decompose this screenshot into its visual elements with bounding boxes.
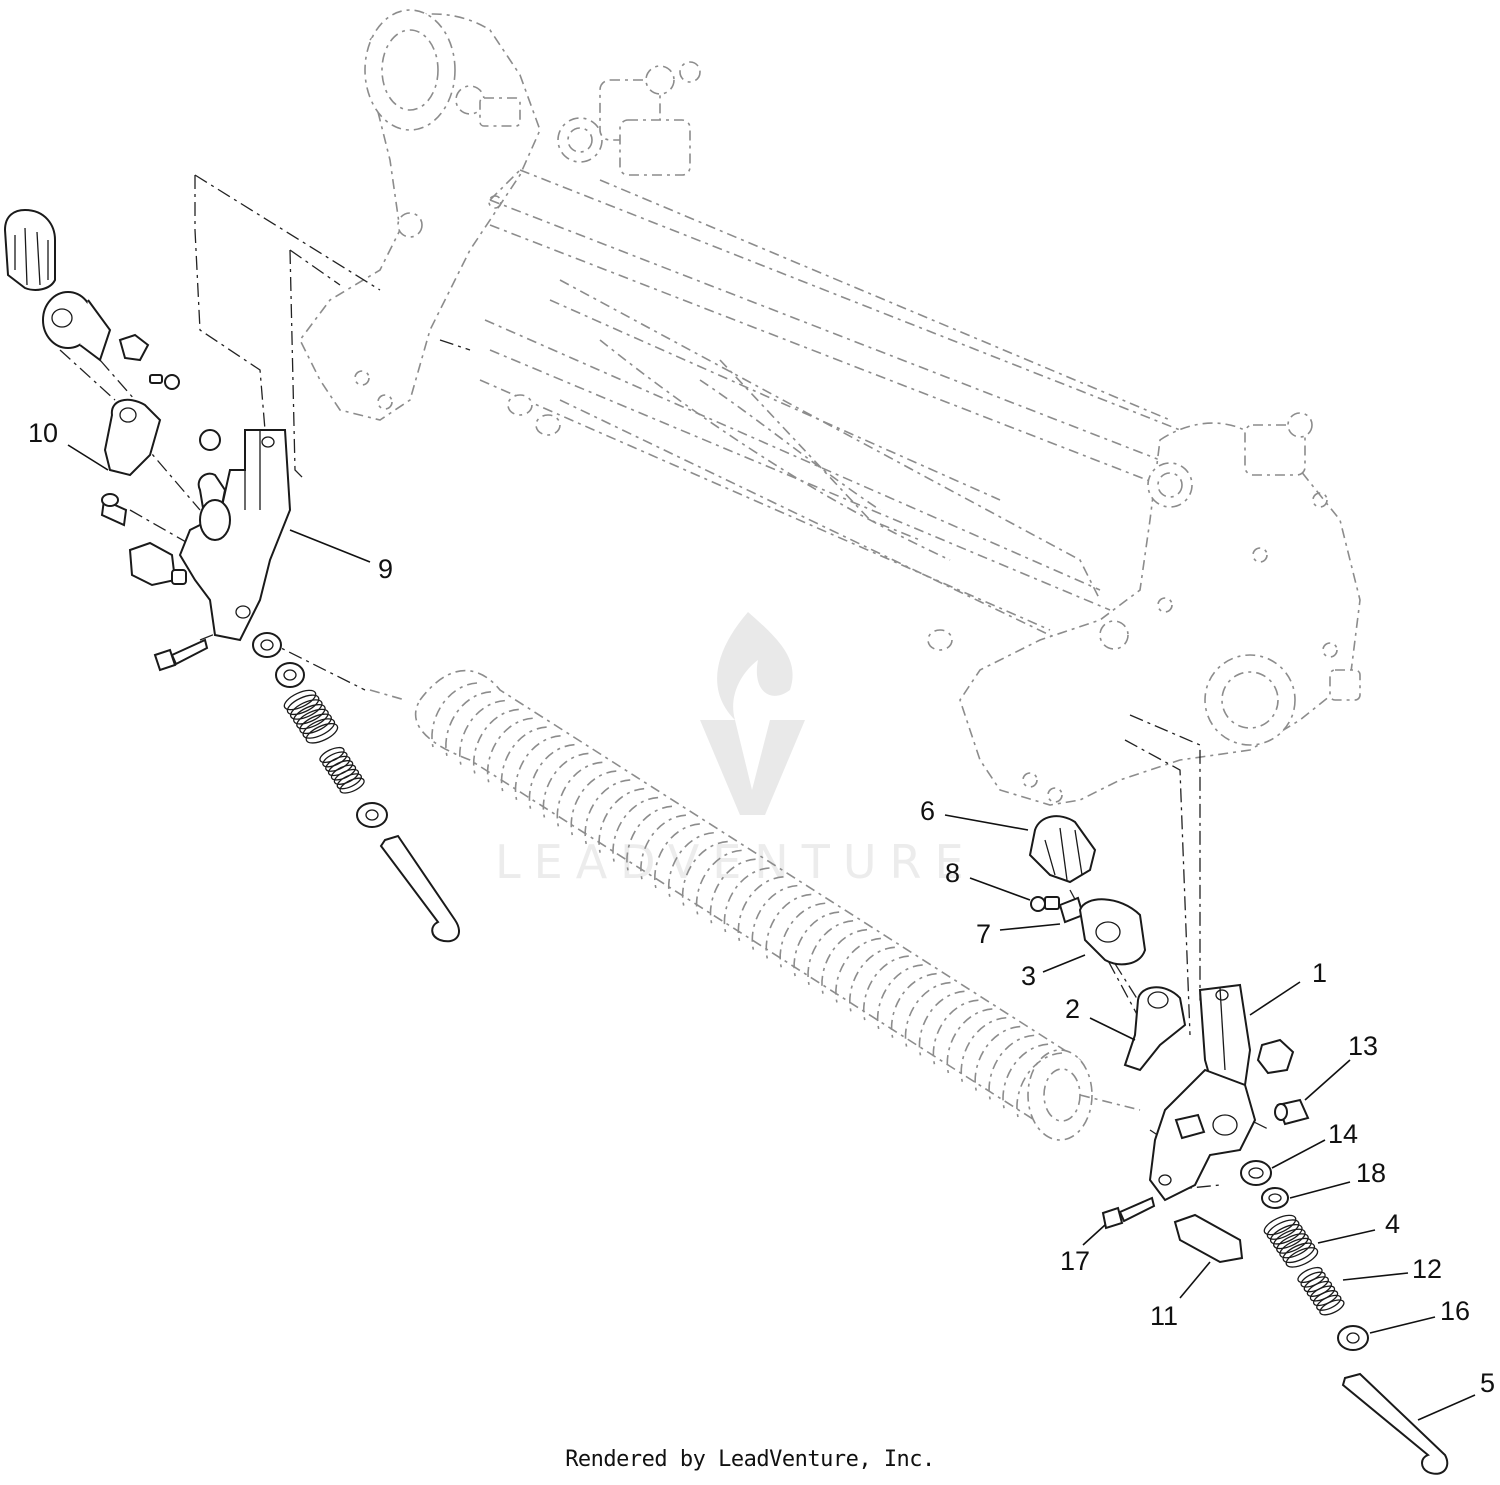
svg-text:12: 12 [1412, 1254, 1442, 1284]
callout-13: 13 [1304, 1031, 1378, 1101]
svg-text:4: 4 [1385, 1209, 1400, 1239]
svg-text:2: 2 [1065, 994, 1080, 1024]
callout-14: 14 [1271, 1119, 1358, 1169]
callout-2: 2 [1065, 994, 1136, 1041]
svg-text:9: 9 [378, 554, 393, 584]
callout-10: 10 [28, 418, 109, 471]
left-adjuster-assembly [3, 208, 460, 943]
watermark-logo: LEADVENTURE [495, 612, 977, 889]
svg-text:3: 3 [1021, 961, 1036, 991]
watermark-text: LEADVENTURE [495, 835, 977, 889]
right-adjuster-assembly [1028, 815, 1449, 1475]
svg-text:8: 8 [945, 858, 960, 888]
svg-text:10: 10 [28, 418, 58, 448]
svg-text:1: 1 [1312, 958, 1327, 988]
callout-11: 11 [1150, 1261, 1211, 1331]
callout-8: 8 [945, 858, 1031, 901]
svg-text:16: 16 [1440, 1296, 1470, 1326]
callout-1: 1 [1249, 958, 1327, 1016]
svg-text:7: 7 [976, 919, 991, 949]
footer-credit: Rendered by LeadVenture, Inc. [565, 1447, 935, 1472]
svg-text:6: 6 [920, 796, 935, 826]
callouts: 1 2 3 4 5 6 8 7 [28, 418, 1495, 1421]
svg-text:5: 5 [1480, 1368, 1495, 1398]
reel-frame-ghost [299, 9, 1361, 806]
callout-6: 6 [920, 796, 1029, 831]
callout-16: 16 [1369, 1296, 1470, 1334]
svg-text:11: 11 [1150, 1301, 1178, 1331]
callout-7: 7 [976, 919, 1061, 949]
callout-5: 5 [1417, 1368, 1495, 1421]
callout-12: 12 [1342, 1254, 1442, 1284]
svg-text:17: 17 [1060, 1246, 1090, 1276]
callout-3: 3 [1021, 954, 1086, 991]
callout-4: 4 [1317, 1209, 1400, 1244]
svg-text:13: 13 [1348, 1031, 1378, 1061]
callout-9: 9 [289, 529, 393, 584]
callout-17: 17 [1060, 1224, 1106, 1276]
svg-text:14: 14 [1328, 1119, 1358, 1149]
svg-text:18: 18 [1356, 1158, 1386, 1188]
callout-18: 18 [1289, 1158, 1386, 1199]
roller-ghost [369, 669, 1141, 1141]
